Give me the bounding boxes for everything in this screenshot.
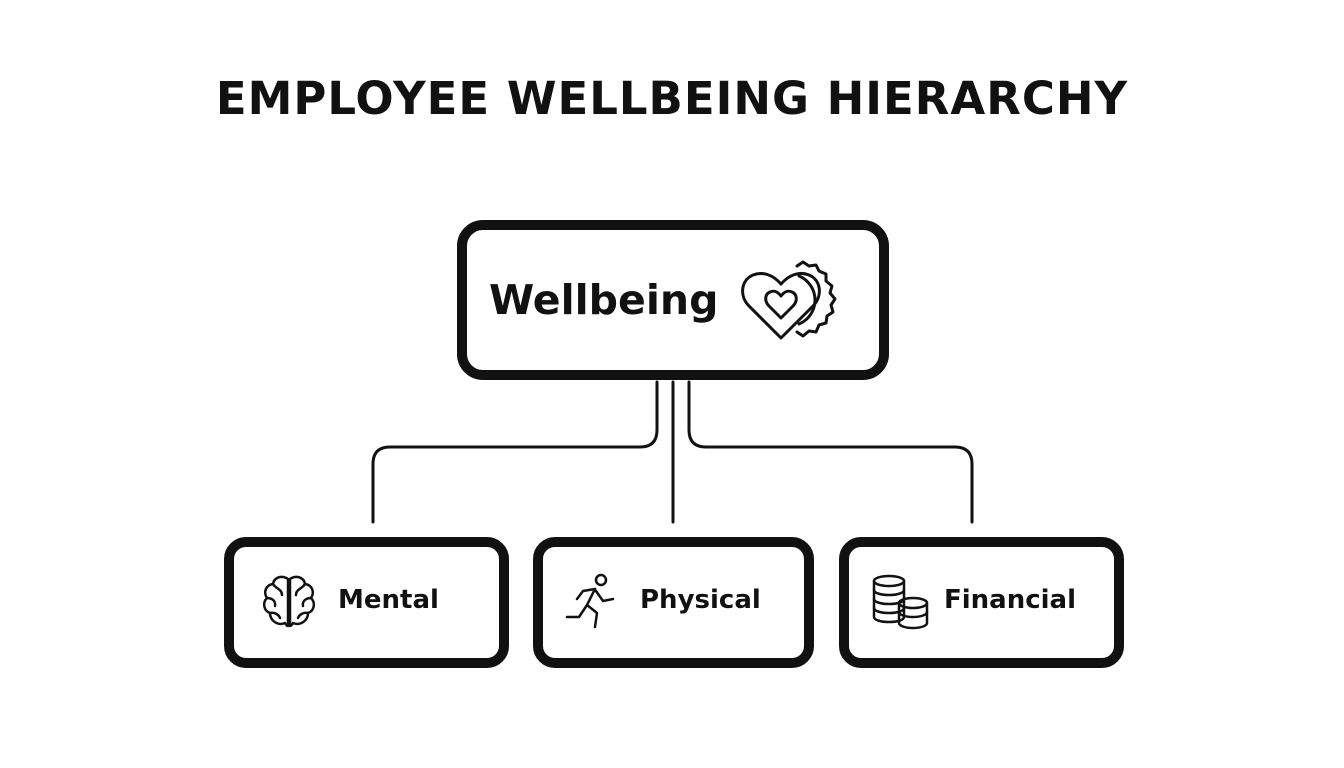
heart-gear-icon: [741, 260, 837, 340]
child-node-financial: Financial: [839, 537, 1124, 668]
coin-stack-icon: [872, 574, 929, 630]
child-node-label-physical: Physical: [640, 585, 761, 615]
brain-icon: [262, 575, 316, 628]
child-node-mental: Mental: [224, 537, 509, 668]
connector-financial: [687, 380, 974, 524]
child-node-label-financial: Financial: [944, 585, 1077, 615]
root-node-wellbeing: Wellbeing: [457, 220, 889, 380]
child-node-label-mental: Mental: [338, 585, 439, 615]
root-node-label: Wellbeing: [489, 276, 719, 324]
running-person-icon: [565, 573, 615, 629]
connector-mental: [371, 380, 659, 524]
diagram-title: EMPLOYEE WELLBEING HIERARCHY: [215, 72, 1129, 125]
child-node-physical: Physical: [533, 537, 814, 668]
